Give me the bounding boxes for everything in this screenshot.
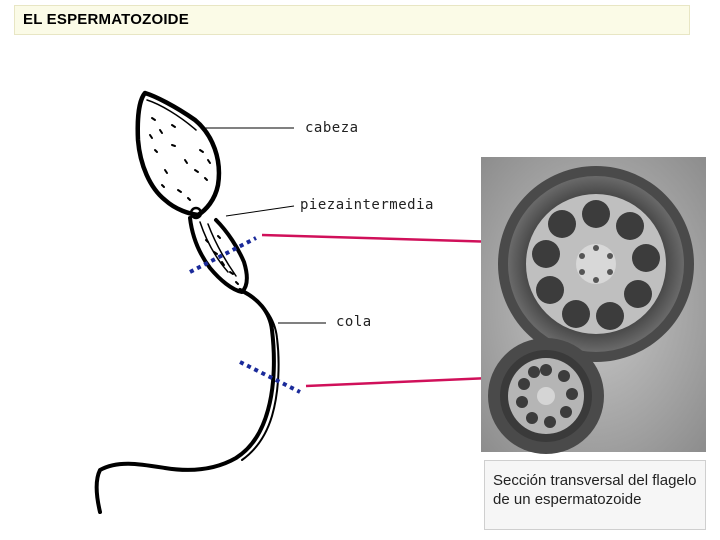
sperm-midpiece <box>190 218 247 292</box>
pointer-arrows <box>262 235 498 386</box>
sperm-drawing <box>97 93 279 512</box>
micrograph-caption: Sección transversal del flagelo de un es… <box>484 460 706 530</box>
arrow-midpiece <box>262 235 498 242</box>
label-tail: cola <box>336 314 372 330</box>
sperm-head <box>138 93 219 215</box>
label-head: cabeza <box>305 120 359 136</box>
cut-line-tail <box>240 362 300 392</box>
caption-text: Sección transversal del flagelo de un es… <box>493 472 696 508</box>
head-speckles <box>150 118 210 200</box>
arrow-tail <box>306 378 490 386</box>
sperm-tail <box>97 290 274 512</box>
label-midpiece: piezaintermedia <box>300 197 434 213</box>
leader-line-midpiece <box>226 206 294 216</box>
micrograph-image <box>481 157 706 454</box>
